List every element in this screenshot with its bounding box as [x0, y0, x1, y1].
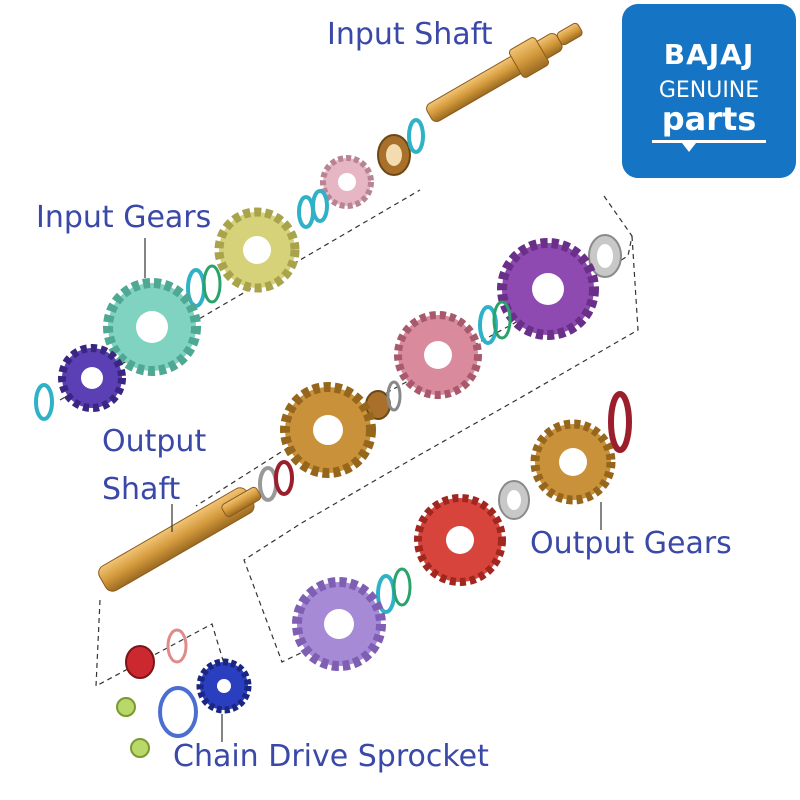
sprocket-bolt-lower	[130, 738, 150, 758]
output-spacer-grey-top	[588, 234, 622, 278]
output-shaft	[98, 486, 262, 592]
output-end-washer-dark-red	[608, 391, 632, 453]
sprocket-lock-plate	[158, 686, 198, 738]
input-gear-yellow	[214, 207, 300, 293]
output-gear-gold-large	[280, 382, 376, 478]
logo-brand-text: BAJAJ	[663, 38, 755, 71]
logo-arrow-icon	[682, 143, 696, 152]
input-washers-pair	[297, 189, 329, 229]
bajaj-genuine-parts-logo: BAJAJ GENUINE parts	[622, 4, 796, 178]
output-washers-bottom	[376, 567, 412, 614]
sprocket-o-ring	[166, 628, 188, 664]
input-washers-mid	[186, 264, 222, 308]
output-washers-upper	[478, 300, 512, 345]
label-input-gears: Input Gears	[36, 200, 212, 235]
label-output-gears: Output Gears	[530, 526, 732, 561]
output-washers-lower	[258, 460, 294, 502]
label-output-shaft-line2: Shaft	[102, 472, 181, 507]
logo-parts-text: parts	[661, 100, 757, 138]
sprocket-collar-red	[125, 645, 155, 679]
logo-underline	[652, 140, 766, 143]
output-spacer-grey-bottom	[498, 480, 530, 520]
output-gear-purple	[497, 238, 599, 340]
label-input-shaft: Input Shaft	[327, 17, 493, 52]
input-gear-purple	[58, 344, 126, 412]
input-end-washer	[34, 383, 54, 421]
label-chain-drive-sprocket: Chain Drive Sprocket	[173, 739, 489, 774]
input-gear-small-pink	[320, 155, 374, 209]
input-bushing-bronze	[377, 134, 411, 176]
chain-drive-sprocket	[196, 658, 252, 714]
output-gear-red-cluster	[414, 494, 506, 586]
output-gear-pink-cluster	[394, 311, 482, 399]
input-shaft	[426, 22, 583, 122]
logo-genuine-text: GENUINE	[658, 78, 760, 103]
label-output-shaft-line1: Output	[102, 424, 207, 459]
output-gear-lilac	[292, 577, 386, 671]
input-gear-teal	[103, 278, 201, 376]
label-leader-lines	[144, 238, 602, 742]
output-gear-gold-small	[530, 419, 616, 505]
input-washer	[407, 118, 425, 154]
sprocket-bolt-upper	[116, 697, 136, 717]
